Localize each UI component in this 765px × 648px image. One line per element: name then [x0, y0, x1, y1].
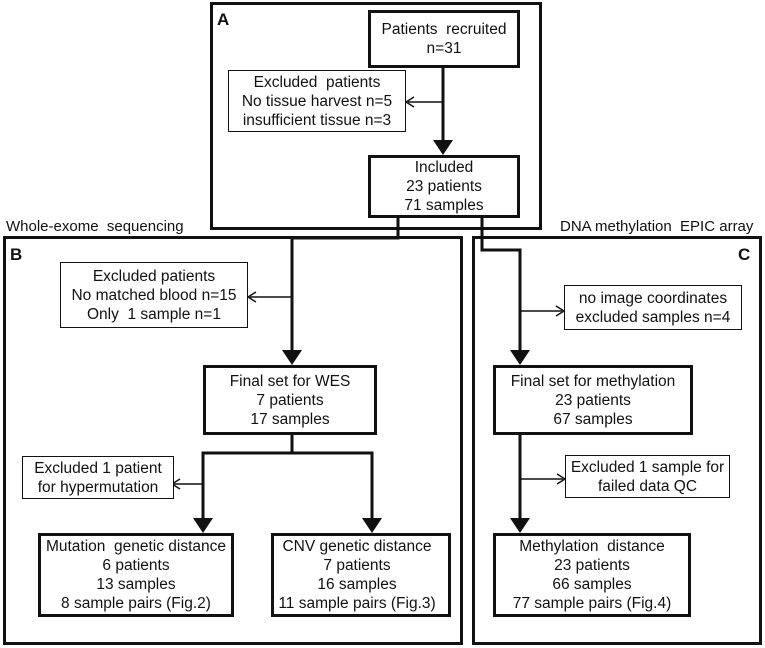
mutation-line-1: Mutation genetic distance	[45, 538, 227, 555]
final-wes-line-1: Final set for WES	[229, 372, 351, 390]
connector-included-to-methylation	[480, 217, 522, 350]
excluded-b-line-1: Excluded patients	[92, 267, 216, 285]
excluded-b-line-3: Only 1 sample n=1	[87, 305, 221, 323]
panel-a	[210, 2, 542, 230]
mutation-line-4: 8 sample pairs (Fig.2)	[61, 595, 211, 612]
excluded-patients-b-box: Excluded patients No matched blood n=15 …	[60, 262, 248, 328]
arrowhead-final-wes	[282, 350, 302, 365]
wes-caption: Whole-exome sequencing	[6, 218, 184, 235]
methylation-distance-line-1: Methylation distance	[519, 538, 665, 555]
mutation-line-2: 6 patients	[102, 557, 170, 574]
methylation-caption: DNA methylation EPIC array	[560, 218, 754, 235]
arrowhead-cnv	[362, 518, 382, 533]
excluded-hyper-line-1: Excluded 1 patient	[34, 459, 162, 477]
excluded-patients-a-box: Excluded patients No tissue harvest n=5 …	[228, 70, 406, 132]
included-box: Included 23 patients 71 samples	[368, 155, 520, 218]
methylation-distance-line-3: 66 samples	[552, 576, 632, 593]
recruited-line-1: Patients recruited	[381, 21, 507, 38]
final-set-wes-box: Final set for WES 7 patients 17 samples	[203, 365, 377, 435]
final-wes-line-2: 7 patients	[256, 391, 324, 409]
arrowhead-mutation	[193, 518, 213, 533]
patients-recruited-box: Patients recruited n=31	[368, 10, 520, 68]
excluded-a-line-1: Excluded patients	[253, 73, 381, 91]
included-line-1: Included	[414, 159, 474, 176]
arrowhead-methylation-distance	[510, 518, 530, 533]
cnv-line-4: 11 sample pairs (Fig.3)	[278, 595, 436, 612]
connector-wes-to-mutation	[201, 435, 294, 518]
no-image-line-2: excluded samples n=4	[575, 308, 731, 326]
connector-wes-to-cnv	[292, 451, 374, 518]
panel-c	[472, 236, 762, 645]
excluded-qc-line-1: Excluded 1 sample for	[570, 458, 725, 476]
cnv-line-3: 16 samples	[317, 576, 397, 593]
included-line-2: 23 patients	[406, 178, 482, 195]
mutation-line-3: 13 samples	[96, 576, 176, 593]
excluded-b-line-2: No matched blood n=15	[71, 286, 237, 304]
included-line-3: 71 samples	[404, 197, 484, 214]
methylation-distance-box: Methylation distance 23 patients 66 samp…	[493, 533, 691, 617]
final-wes-line-3: 17 samples	[250, 410, 330, 428]
no-image-line-1: no image coordinates	[578, 289, 728, 307]
panel-b	[3, 236, 463, 645]
cnv-genetic-distance-box: CNV genetic distance 7 patients 16 sampl…	[271, 533, 451, 617]
arrowhead-included	[433, 140, 453, 155]
excluded-a-line-2: No tissue harvest n=5	[241, 92, 393, 110]
panel-b-label: B	[10, 245, 23, 264]
methylation-distance-line-2: 23 patients	[554, 557, 630, 574]
final-methylation-line-3: 67 samples	[553, 410, 633, 428]
excluded-hyper-line-2: for hypermutation	[37, 478, 159, 496]
connector-included-to-wes	[290, 217, 400, 350]
panel-c-label: C	[738, 245, 751, 264]
excluded-qc-line-2: failed data QC	[597, 477, 698, 495]
methylation-distance-line-4: 77 sample pairs (Fig.4)	[512, 595, 672, 612]
recruited-line-2: n=31	[426, 40, 462, 57]
cnv-line-2: 7 patients	[323, 557, 391, 574]
final-set-methylation-box: Final set for methylation 23 patients 67…	[493, 365, 693, 435]
excluded-a-line-3: insufficient tissue n=3	[242, 111, 392, 129]
excluded-hypermutation-box: Excluded 1 patient for hypermutation	[22, 456, 174, 499]
final-methylation-line-2: 23 patients	[555, 391, 631, 409]
excluded-qc-box: Excluded 1 sample for failed data QC	[565, 455, 730, 498]
panel-a-label: A	[217, 10, 230, 29]
final-methylation-line-1: Final set for methylation	[510, 372, 676, 390]
cnv-line-1: CNV genetic distance	[282, 538, 432, 555]
mutation-genetic-distance-box: Mutation genetic distance 6 patients 13 …	[38, 533, 234, 617]
no-image-coordinates-box: no image coordinates excluded samples n=…	[564, 285, 742, 330]
arrowhead-final-methylation	[510, 350, 530, 365]
